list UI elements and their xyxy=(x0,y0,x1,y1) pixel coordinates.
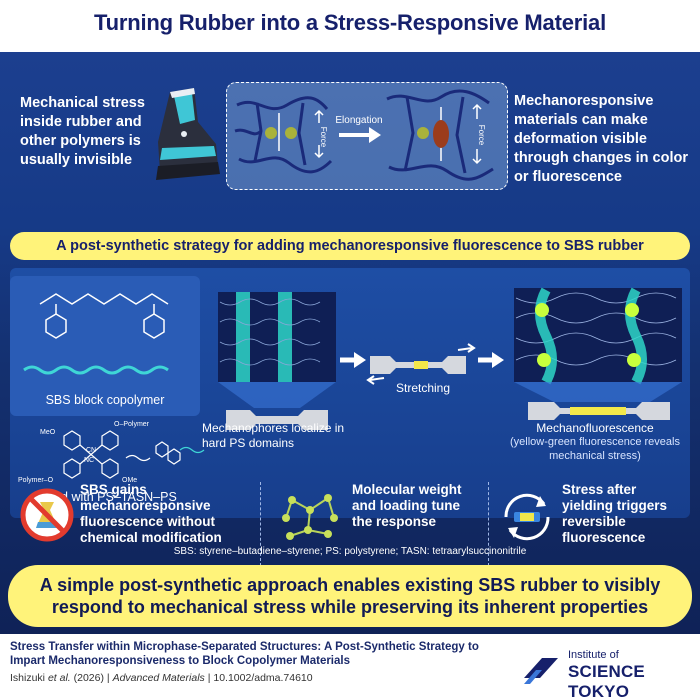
polymer-network-panel: Force Elongation Force xyxy=(226,82,508,190)
intro-left-text: Mechanical stress inside rubber and othe… xyxy=(20,95,145,168)
chem-label-opolymer-top: O–Polymer xyxy=(114,421,150,428)
mechanophore-label: Mechanophores localize in hard PS domain… xyxy=(202,421,345,450)
page-title: Turning Rubber into a Stress-Responsive … xyxy=(94,10,606,35)
intro-right-text: Mechanoresponsive materials can make def… xyxy=(514,93,689,185)
chem-label-polymero: Polymer–O xyxy=(18,477,54,484)
small-molecule-icon xyxy=(125,441,205,465)
blend-label: Blend with PS–TASN–PS xyxy=(36,490,177,504)
no-chemistry-icon xyxy=(20,488,74,542)
mechanofluorescence-label: Mechanofluorescence (yellow-green fluore… xyxy=(510,421,680,463)
feature-1-text: SBS gains mechanoresponsive fluorescence… xyxy=(80,482,222,545)
institute-logo: Institute of SCIENCE TOKYO xyxy=(520,648,690,700)
citation-authors: Ishizuki xyxy=(10,672,46,684)
sneaker-icon xyxy=(156,88,220,180)
reversible-cycle-icon xyxy=(504,493,550,541)
chem-label-meo: MeO xyxy=(40,429,56,436)
citation-doi: 10.1002/adma.74610 xyxy=(213,672,313,684)
molecule-network-icon xyxy=(282,494,338,540)
force-label-right: Force xyxy=(477,125,486,146)
feature-2-text: Molecular weight and loading tune the re… xyxy=(352,482,462,529)
microphase-block xyxy=(218,292,336,408)
stretching-label: Stretching xyxy=(395,381,451,395)
sbs-chemical-structure xyxy=(23,293,169,375)
citation-etal: et al. xyxy=(47,672,71,684)
dogbone-sample-unstretched xyxy=(226,410,328,430)
process-diagram: MeO O–Polymer CN NC Polymer–O OMe xyxy=(18,287,682,484)
feature-3-text: Stress after yielding triggers reversibl… xyxy=(562,482,668,545)
conclusion-banner: A simple post-synthetic approach enables… xyxy=(8,565,692,627)
logo-subtitle: Institute of xyxy=(568,649,619,661)
force-label-left: Force xyxy=(319,127,328,148)
feature-row: SBS gains mechanoresponsive fluorescence… xyxy=(10,480,690,572)
citation-separator-2: | xyxy=(207,672,211,684)
citation-title: Stress Transfer within Microphase-Separa… xyxy=(10,641,479,667)
citation-separator-1: | xyxy=(106,672,110,684)
abbreviations-note: SBS: styrene–butadiene–styrene; PS: poly… xyxy=(173,546,527,557)
tasn-structure xyxy=(63,430,119,479)
title-bar: Turning Rubber into a Stress-Responsive … xyxy=(0,0,700,52)
citation-journal: Advanced Materials xyxy=(112,672,205,684)
elongation-label: Elongation xyxy=(335,115,382,126)
logo-name: SCIENCE TOKYO xyxy=(568,662,645,700)
chem-label-nc: NC xyxy=(84,457,94,464)
mechanofluorescence-title: Mechanofluorescence xyxy=(536,421,654,435)
sbs-structure-panel: SBS block copolymer xyxy=(10,276,200,416)
polymer-network-diagram: Force Elongation Force xyxy=(234,89,494,181)
chem-label-ome: OMe xyxy=(122,477,137,484)
citation-reference: Ishizuki et al. (2026) | Advanced Materi… xyxy=(10,672,490,684)
sbs-label: SBS block copolymer xyxy=(45,393,165,407)
science-tokyo-logo-icon xyxy=(524,658,558,684)
process-panel: SBS block copolymer MeO O–Polymer CN NC … xyxy=(10,268,690,518)
strategy-banner: A post-synthetic strategy for adding mec… xyxy=(10,232,690,260)
footer: Stress Transfer within Microphase-Separa… xyxy=(0,634,700,700)
poster-body: Mechanical stress inside rubber and othe… xyxy=(0,52,700,634)
mechanofluorescence-block xyxy=(514,287,682,402)
feature-divider-2 xyxy=(488,482,489,566)
citation-year: (2026) xyxy=(73,672,104,684)
chem-label-cn: CN xyxy=(86,447,96,454)
feature-divider-1 xyxy=(260,482,261,566)
mechanofluorescence-subtitle: (yellow-green fluorescence reveals mecha… xyxy=(510,436,680,462)
